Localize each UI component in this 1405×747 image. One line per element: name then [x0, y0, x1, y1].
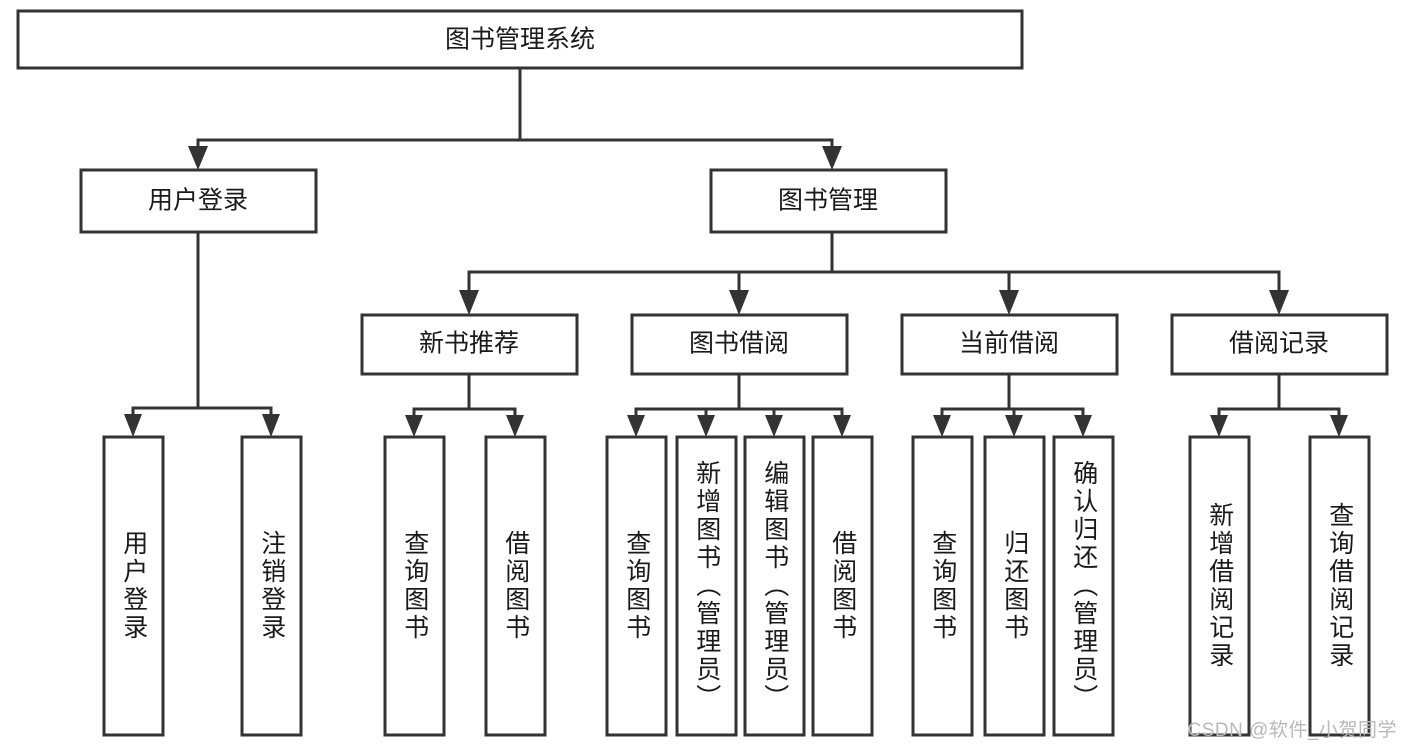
arrowhead-bw-1	[627, 415, 645, 437]
leaf-box-user-login[interactable]	[102, 435, 165, 737]
node-book-borrow-label: 图书借阅	[689, 330, 789, 358]
connector-record-to-leaves	[1210, 372, 1348, 437]
node-book-management[interactable]: 图书管理	[709, 168, 948, 234]
arrowhead-l3-1	[459, 290, 479, 315]
node-current-borrow[interactable]: 当前借阅	[900, 313, 1119, 376]
node-borrow-record[interactable]: 借阅记录	[1170, 313, 1389, 376]
arrowhead-book-mgmt	[822, 146, 842, 170]
node-user-login[interactable]: 用户登录	[79, 168, 318, 234]
arrowhead-l3-4	[1269, 290, 1289, 315]
node-current-borrow-label: 当前借阅	[959, 330, 1059, 358]
arrowhead-nb-1	[405, 415, 423, 437]
node-user-login-box[interactable]	[79, 168, 318, 234]
arrowhead-ul-1	[124, 414, 142, 437]
node-book-borrow[interactable]: 图书借阅	[630, 313, 849, 376]
node-root-box[interactable]	[16, 9, 1024, 70]
node-new-book-recommend-box[interactable]	[360, 313, 579, 376]
leaf-box-borrow-book-bw[interactable]	[811, 435, 874, 737]
leaf-box-add-borrow-record[interactable]	[1188, 435, 1251, 737]
node-new-book-recommend-label: 新书推荐	[419, 330, 519, 358]
leaf-box-edit-book-admin[interactable]	[743, 435, 806, 737]
arrowhead-user-login	[188, 146, 208, 170]
leaf-box-query-book-cb[interactable]	[911, 435, 974, 737]
node-borrow-record-label: 借阅记录	[1229, 330, 1329, 358]
arrowhead-cb-2	[1005, 415, 1023, 437]
node-borrow-record-box[interactable]	[1170, 313, 1389, 376]
arrowhead-bw-3	[765, 415, 783, 437]
node-book-management-label: 图书管理	[778, 187, 878, 215]
arrowhead-rc-2	[1330, 415, 1348, 437]
arrowhead-bw-2	[697, 415, 715, 437]
connector-borrow-to-leaves	[627, 372, 851, 437]
connector-root-to-level2	[188, 66, 842, 170]
node-root-label: 图书管理系统	[445, 26, 595, 54]
arrowhead-l3-2	[729, 290, 749, 315]
leaf-box-query-book-nb[interactable]	[383, 435, 446, 737]
arrowhead-cb-1	[933, 415, 951, 437]
leaf-boxes	[102, 435, 1371, 737]
connector-newbook-to-leaves	[405, 372, 524, 437]
connector-bookmgmt-to-level3	[459, 230, 1289, 315]
leaf-box-query-borrow-record[interactable]	[1308, 435, 1371, 737]
arrowhead-nb-2	[506, 415, 524, 437]
csdn-watermark: CSDN @软件_小贺同学	[1187, 720, 1397, 741]
node-book-management-box[interactable]	[709, 168, 948, 234]
node-root[interactable]: 图书管理系统	[16, 9, 1024, 70]
node-new-book-recommend[interactable]: 新书推荐	[360, 313, 579, 376]
leaf-box-add-book-admin[interactable]	[675, 435, 738, 737]
leaf-box-query-book-bw[interactable]	[605, 435, 668, 737]
arrowhead-bw-4	[833, 415, 851, 437]
leaf-box-logout[interactable]	[240, 435, 303, 737]
leaf-box-borrow-book-nb[interactable]	[484, 435, 547, 737]
arrowhead-l3-3	[999, 290, 1019, 315]
leaf-box-return-book[interactable]	[983, 435, 1046, 737]
connector-current-to-leaves	[933, 372, 1092, 437]
arrowhead-rc-1	[1210, 415, 1228, 437]
node-current-borrow-box[interactable]	[900, 313, 1119, 376]
connector-userlogin-to-leaves	[124, 230, 280, 437]
arrowhead-cb-3	[1074, 415, 1092, 437]
node-book-borrow-box[interactable]	[630, 313, 849, 376]
arrowhead-ul-2	[262, 414, 280, 437]
node-user-login-label: 用户登录	[148, 187, 248, 215]
leaf-box-confirm-return-admin[interactable]	[1052, 435, 1115, 737]
